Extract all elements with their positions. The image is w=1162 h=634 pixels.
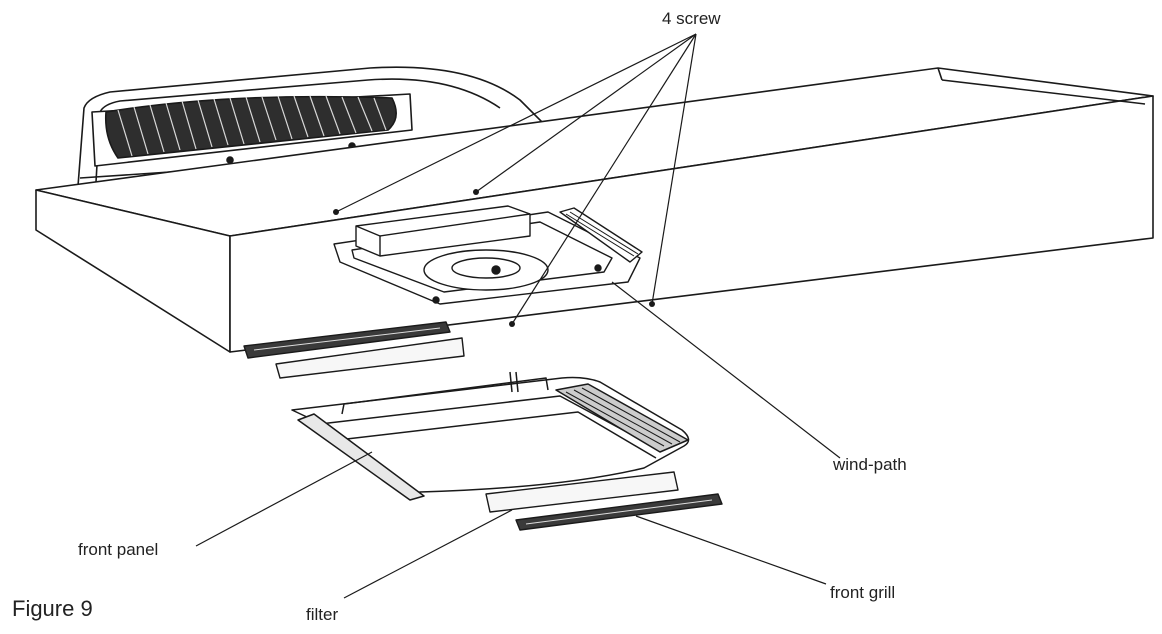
rear-filter-strip xyxy=(275,337,465,379)
leader-lines xyxy=(195,33,841,599)
screws-label: 4 screw xyxy=(662,9,721,28)
front-grill-label: front grill xyxy=(830,583,896,602)
rooftop-unit-shell-inner xyxy=(95,78,501,183)
filter-label: filter xyxy=(306,605,339,624)
front-panel-rear-frame xyxy=(341,377,549,415)
screw-point xyxy=(333,209,339,215)
wind-path-opening xyxy=(423,249,549,291)
figure-caption: Figure 9 xyxy=(12,596,93,621)
rooftop-grille-slats xyxy=(117,95,387,157)
screw-points xyxy=(333,189,655,327)
front-grill-part xyxy=(515,493,723,531)
wind-path-frame-inner xyxy=(351,221,613,293)
screw-point xyxy=(473,189,479,195)
screw-point xyxy=(649,301,655,307)
screw-point xyxy=(509,321,515,327)
rear-grill-part xyxy=(243,321,465,379)
wind-path-label: wind-path xyxy=(833,455,907,474)
front-filter-part xyxy=(485,471,679,513)
rooftop-unit xyxy=(77,66,561,187)
front-panel-body xyxy=(291,376,690,495)
front-panel-part xyxy=(291,371,690,501)
wind-path-box xyxy=(355,205,531,257)
front-panel-left-edge xyxy=(297,413,425,501)
front-panel-label: front panel xyxy=(78,540,159,559)
rear-grill-bar xyxy=(243,321,451,359)
wind-path-part xyxy=(333,205,643,305)
